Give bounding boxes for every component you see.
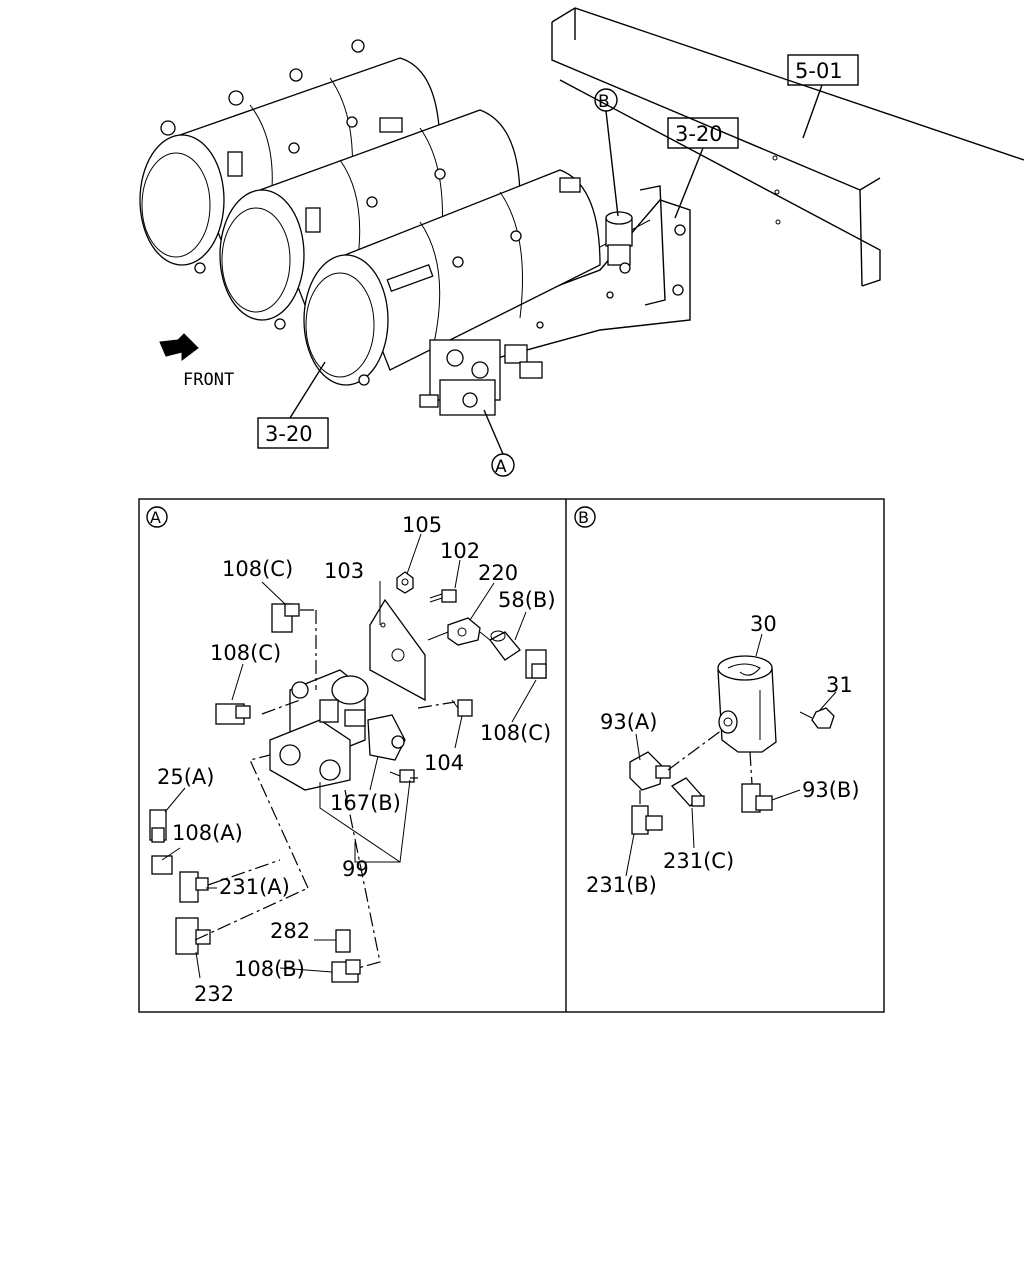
label-108b: 108(B) [234, 957, 305, 981]
ref-box-frame: 5-01 [787, 54, 859, 139]
label-99: 99 [342, 857, 369, 881]
label-220: 220 [478, 561, 518, 585]
label-108c-left: 108(C) [210, 641, 281, 665]
detail-panels-frame [138, 498, 885, 1013]
label-108a: 108(A) [172, 821, 243, 845]
label-103: 103 [324, 559, 364, 583]
part-232 [175, 917, 211, 955]
label-93b: 93(B) [802, 778, 860, 802]
frame-rail [551, 7, 1024, 287]
callout-a-label: A [495, 457, 507, 477]
callout-b: B [594, 88, 619, 217]
bolt-31 [799, 707, 835, 729]
part-58b [489, 630, 521, 661]
relay-valve-assembly [419, 339, 543, 416]
valve-30 [717, 655, 777, 753]
part-108b [331, 959, 361, 983]
panel-b: B [574, 506, 860, 897]
part-108c-top [271, 603, 300, 633]
label-231b: 231(B) [586, 873, 657, 897]
label-108c-top: 108(C) [222, 557, 293, 581]
label-167b: 167(B) [330, 791, 401, 815]
plate-103 [369, 598, 426, 702]
part-220 [447, 617, 481, 646]
label-231c: 231(C) [663, 849, 734, 873]
panel-b-tag: B [578, 508, 589, 527]
label-58b: 58(B) [498, 588, 556, 612]
air-tank-middle [219, 109, 521, 330]
fitting-93a [629, 751, 671, 791]
front-arrow-icon [159, 333, 199, 361]
label-231a: 231(A) [219, 875, 290, 899]
callout-a: A [483, 409, 515, 477]
ref-box-bracket: 3-20 [667, 117, 739, 219]
label-105: 105 [402, 513, 442, 537]
part-108c-right [525, 649, 547, 679]
part-104 [451, 699, 473, 717]
label-282: 282 [270, 919, 310, 943]
part-108c-left [215, 703, 251, 725]
fitting-231c [670, 777, 705, 807]
front-label: FRONT [183, 370, 234, 390]
label-232: 232 [194, 982, 234, 1006]
ref-tanks-label: 3-20 [265, 422, 313, 446]
part-25a [149, 809, 167, 843]
part-231a [179, 871, 209, 903]
fitting-231b [631, 805, 663, 835]
label-108c-right: 108(C) [480, 721, 551, 745]
front-direction-indicator: FRONT [159, 333, 234, 390]
part-167b [389, 769, 415, 783]
relay-valve-body [269, 669, 406, 791]
pressure-valve-small [605, 211, 633, 274]
air-tank-front [303, 169, 601, 386]
label-102: 102 [440, 539, 480, 563]
label-31: 31 [826, 673, 853, 697]
label-93a: 93(A) [600, 710, 657, 734]
ref-bracket-label: 3-20 [675, 122, 723, 146]
panel-a-tag: A [150, 508, 161, 527]
callout-b-label: B [598, 92, 610, 112]
panel-a: A [146, 506, 556, 1006]
fitting-93b [741, 783, 773, 813]
ref-box-tanks: 3-20 [257, 361, 329, 449]
label-30: 30 [750, 612, 777, 636]
part-102 [429, 589, 457, 603]
overview-illustration: FRONT 5-01 3-20 3-20 B A [139, 7, 1024, 477]
part-105 [396, 571, 414, 594]
air-tanks [139, 39, 601, 386]
ref-frame-label: 5-01 [795, 59, 843, 83]
label-25a: 25(A) [157, 765, 214, 789]
part-108a [151, 855, 173, 875]
label-104: 104 [424, 751, 464, 775]
part-282 [335, 929, 351, 953]
